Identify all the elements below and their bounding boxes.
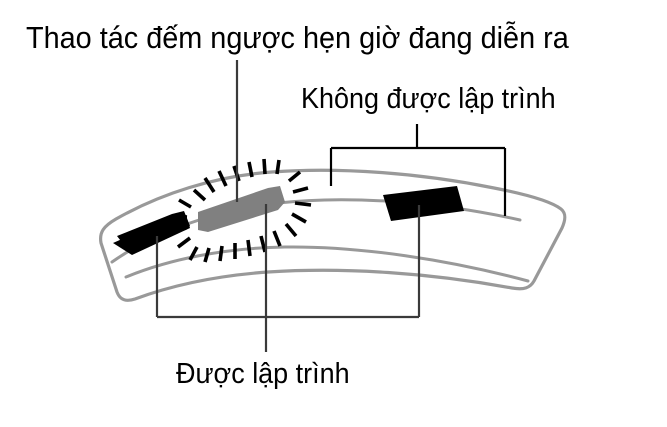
flash-mark [171,226,187,234]
flash-mark [294,201,312,207]
flash-mark [217,170,228,187]
flash-mark [218,245,224,262]
flash-mark [291,212,307,224]
programmed-segment-left [113,211,190,255]
flash-mark [287,170,302,183]
label-countdown-in-progress: Thao tác đếm ngược hẹn giờ đang diễn ra [26,20,569,55]
flash-mark [188,246,199,261]
label-programmed: Được lập trình [176,358,350,390]
active-segment-body [198,186,285,232]
bracket-not-programmed [329,124,507,216]
flash-mark [275,159,281,175]
flash-mark [178,198,192,209]
flash-mark [203,247,211,263]
flash-mark [171,214,188,219]
right-segment-body [383,186,464,221]
flash-mark [246,239,252,257]
flash-mark [272,230,282,247]
active-countdown-segment [198,186,285,232]
flash-mark [203,177,216,193]
bracket-programmed [155,204,421,352]
flash-mark [284,222,298,238]
label-not-programmed: Không được lập trình [301,83,556,115]
flash-mark [247,161,254,178]
programmed-segment-right [383,186,464,221]
flash-mark [262,158,267,175]
panel-outer-edge [98,168,567,302]
flash-mark [192,188,207,202]
flash-mark [259,235,267,253]
left-segment-fill-extension [113,215,190,255]
flash-marks-group [171,158,312,263]
panel-lower-inner-edge [124,245,530,283]
flash-mark [176,236,192,249]
flash-mark [292,186,309,194]
